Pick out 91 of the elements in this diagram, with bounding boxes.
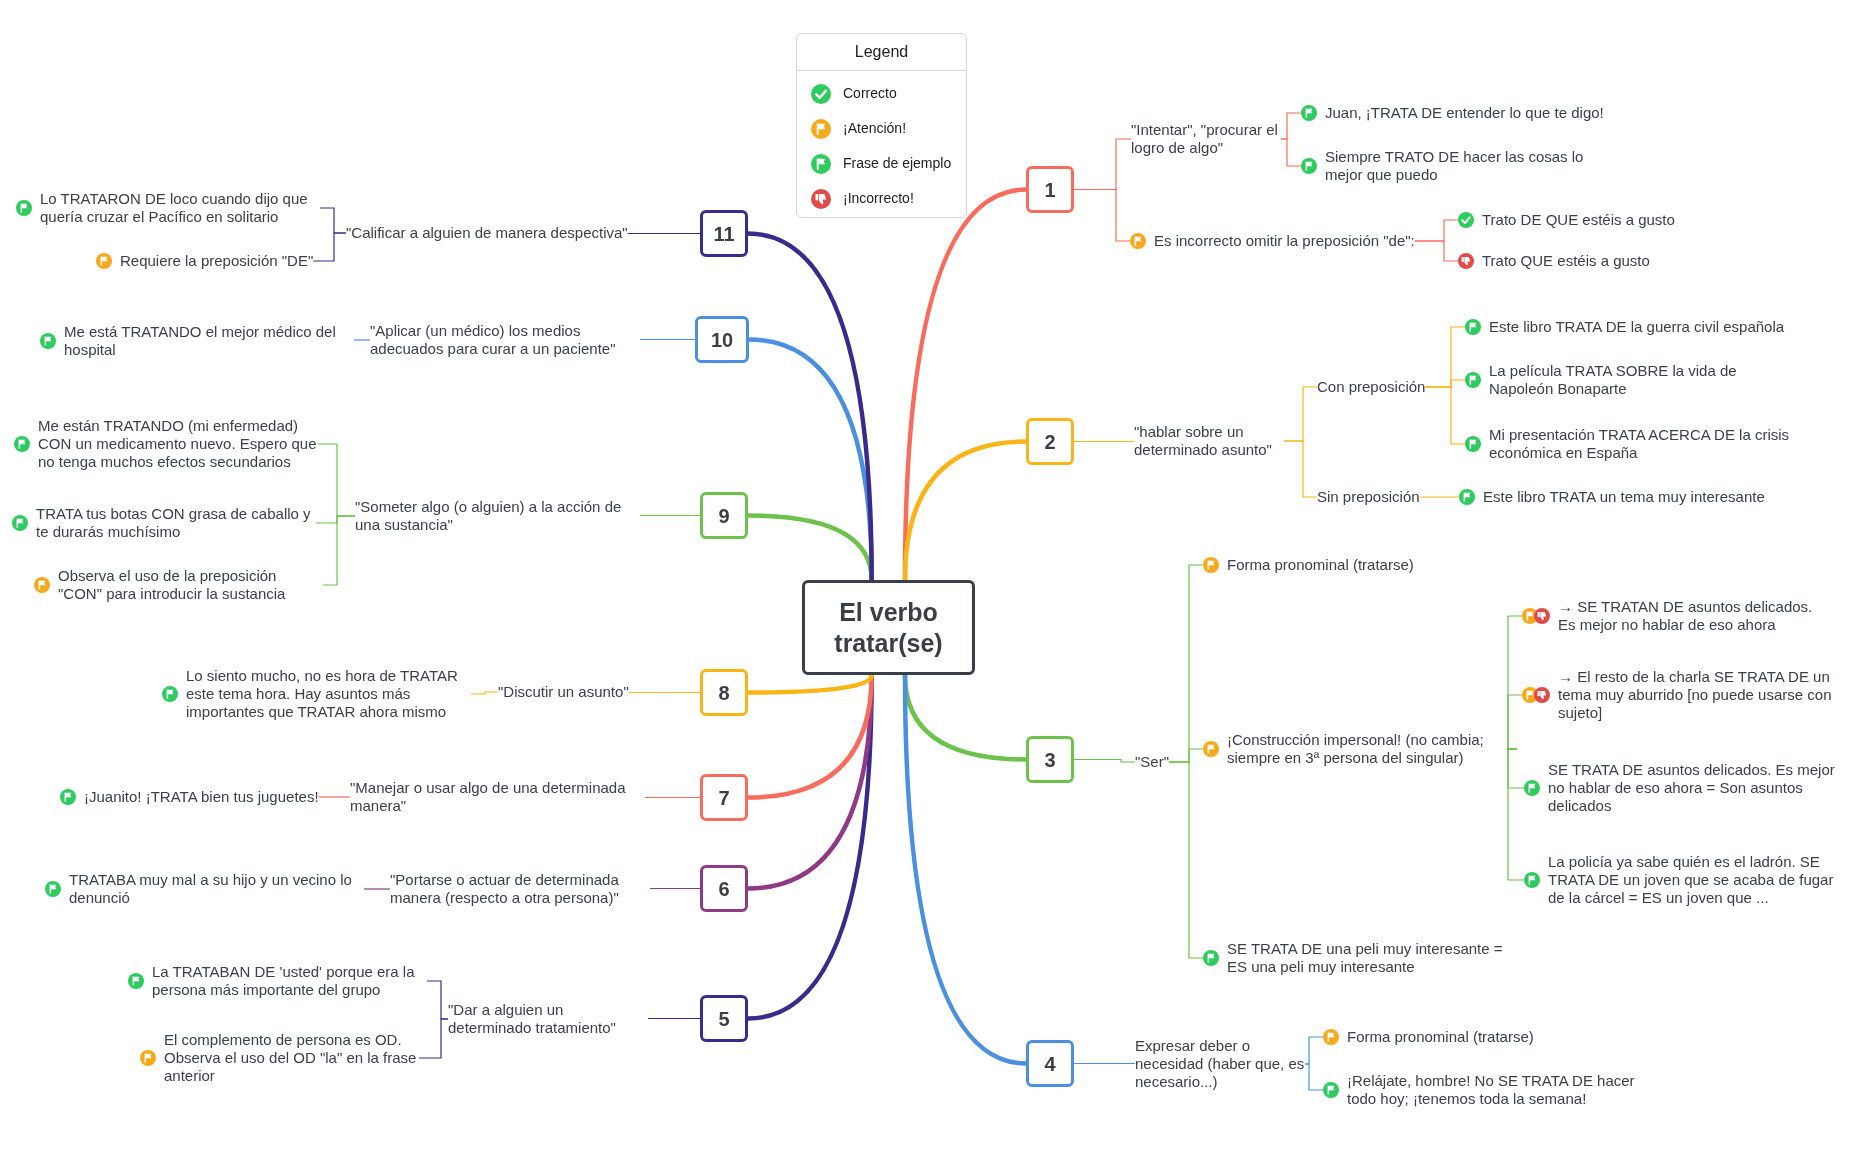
topic-text: El complemento de persona es OD. Observa el uso del OD "la" en la frase anterior: [164, 1031, 418, 1085]
connector-line: [627, 232, 701, 235]
topic-text: La TRATABAN DE 'usted' porque era la persona más importante del grupo: [152, 963, 416, 999]
topic-text: Este libro TRATA DE la guerra civil española: [1489, 318, 1785, 336]
connector-line: [353, 339, 371, 341]
topic-text: Expresar deber o necesidad (haber que, es necesario...): [1135, 1037, 1305, 1091]
numbered-topic-box: 3: [1026, 736, 1074, 783]
central-topic-box: El verbo tratar(se): [802, 580, 975, 675]
connector-line: [902, 674, 1027, 1066]
topic-text: "Someter algo (o alguien) a la acción de una sustancia": [355, 498, 623, 534]
connector-line: [647, 1017, 701, 1020]
numbered-topic-box: 5: [700, 995, 748, 1042]
topic-text: → SE TRATAN DE asuntos delicados. Es mejor no hablar de eso ahora: [1558, 598, 1814, 634]
topic-text: "Discutir un asunto": [498, 683, 629, 701]
connector-line: [1414, 240, 1459, 262]
connector-line: [1168, 761, 1204, 959]
topic-text: ¡Construcción impersonal! (no cambia; siempre en 3ª persona del singular): [1227, 731, 1485, 767]
topic-text: Este libro TRATA un tema muy interesante: [1483, 488, 1765, 506]
topic-text: "Manejar o usar algo de una determinada manera": [350, 779, 627, 815]
topic-text: La película TRATA SOBRE la vida de Napoleón Bonaparte: [1489, 362, 1738, 398]
topic-text: TRATA tus botas CON grasa de caballo y te durarás muchísimo: [36, 505, 312, 541]
connector-line: [322, 515, 356, 586]
topic-text: "Intentar", "procurar el logro de algo": [1131, 121, 1279, 157]
connector-line: [1418, 496, 1460, 498]
numbered-topic-box: 4: [1026, 1040, 1074, 1087]
topic-text: Siempre TRATO DE hacer las cosas lo mejor que puedo: [1325, 148, 1585, 184]
connector-line: [649, 887, 701, 890]
topic-text: SE TRATA DE una peli muy interesante = ES una peli muy interesante: [1227, 940, 1504, 976]
connector-line: [312, 232, 347, 262]
connector-line: [628, 691, 701, 694]
topic-text: Lo siento mucho, no es hora de TRATAR este tema hora. Hay asuntos más importantes que TRATAR ahora mismo: [186, 667, 459, 721]
topic-text: Mi presentación TRATA ACERCA DE la crisis económica en España: [1489, 426, 1791, 462]
topic-text: Lo TRATARON DE loco cuando dijo que quería cruzar el Pacífico en solitario: [40, 190, 309, 226]
connector-line: [1073, 758, 1136, 763]
connector-line: [470, 691, 499, 695]
topic-text: "Portarse o actuar de determinada manera (respecto a otra persona)": [390, 871, 620, 907]
legend-label: ¡Incorrecto!: [843, 189, 914, 208]
connector-line: [1507, 694, 1523, 750]
topic-text: TRATABA muy mal a su hijo y un vecino lo denunció: [69, 871, 353, 907]
connector-line: [748, 674, 874, 695]
topic-text: SE TRATA DE asuntos delicados. Es mejor no hablar de eso ahora = Son asuntos delicados: [1548, 761, 1836, 815]
legend-label: Frase de ejemplo: [843, 154, 952, 173]
numbered-topic-box: 2: [1026, 418, 1074, 465]
connector-line: [1424, 386, 1466, 445]
connector-line: [1304, 1063, 1324, 1091]
connector-line: [1073, 188, 1131, 242]
topic-text: "hablar sobre un determinado asunto": [1134, 423, 1273, 459]
connector-line: [418, 1018, 449, 1059]
topic-text: Me está TRATANDO el mejor médico del hospital: [64, 323, 337, 359]
topic-text: Con preposición: [1317, 378, 1426, 396]
topic-text: → El resto de la charla SE TRATA DE un tema muy aburrido [no puede usarse con sujeto]: [1558, 668, 1833, 722]
connector-line: [902, 439, 1027, 581]
topic-text: Sin preposición: [1317, 488, 1420, 506]
numbered-topic-box: 10: [695, 316, 749, 363]
connector-line: [1283, 440, 1318, 498]
topic-text: Es incorrecto omitir la preposición "de":: [1154, 232, 1415, 250]
connector-line: [747, 674, 874, 800]
legend-title: Legend: [797, 34, 966, 71]
topic-text: "Ser": [1135, 753, 1169, 771]
topic-text: Me están TRATANDO (mi enfermedad) CON un medicamento nuevo. Espero que no tenga muchos efectos secundarios: [38, 417, 318, 471]
connector-line: [747, 231, 874, 581]
connector-line: [317, 796, 351, 798]
topic-text: Requiere la preposición "DE": [120, 252, 314, 270]
topic-text: ¡Juanito! ¡TRATA bien tus juguetes!: [84, 788, 319, 806]
topic-text: Forma pronominal (tratarse): [1347, 1028, 1534, 1046]
numbered-topic-box: 6: [700, 865, 748, 912]
connector-line: [639, 514, 701, 517]
legend-label: ¡Atención!: [843, 119, 907, 138]
topic-text: Observa el uso de la preposición "CON" para introducir la sustancia: [58, 567, 287, 603]
numbered-topic-box: 8: [700, 669, 748, 716]
connector-line: [363, 888, 391, 890]
connector-line: [644, 796, 701, 799]
connector-line: [1073, 1062, 1136, 1065]
topic-text: La policía ya sabe quién es el ladrón. SE TRATA DE un joven que se acaba de fugar de la cárcel = ES un joven que ...: [1548, 853, 1835, 907]
legend-label: Correcto: [843, 84, 897, 103]
numbered-topic-box: 9: [700, 492, 748, 539]
topic-text: "Dar a alguien un determinado tratamiento": [448, 1001, 617, 1037]
connector-line: [1073, 440, 1135, 443]
topic-text: Trato QUE estéis a gusto: [1482, 252, 1650, 270]
topic-text: Juan, ¡TRATA DE entender lo que te digo!: [1325, 104, 1604, 122]
connector-line: [1507, 748, 1525, 881]
topic-text: Forma pronominal (tratarse): [1227, 556, 1414, 574]
connector-line: [1280, 138, 1302, 167]
connector-line: [639, 338, 696, 341]
topic-text: ¡Relájate, hombre! No SE TRATA DE hacer todo hoy; ¡tenemos toda la semana!: [1347, 1072, 1636, 1108]
numbered-topic-box: 11: [700, 210, 748, 257]
topic-text: "Calificar a alguien de manera despectiva": [346, 224, 628, 242]
topic-text: Trato DE QUE estéis a gusto: [1482, 211, 1675, 229]
topic-text: "Aplicar (un médico) los medios adecuados para curar a un paciente": [370, 322, 617, 358]
numbered-topic-box: 7: [700, 774, 748, 821]
numbered-topic-box: 1: [1026, 166, 1074, 213]
